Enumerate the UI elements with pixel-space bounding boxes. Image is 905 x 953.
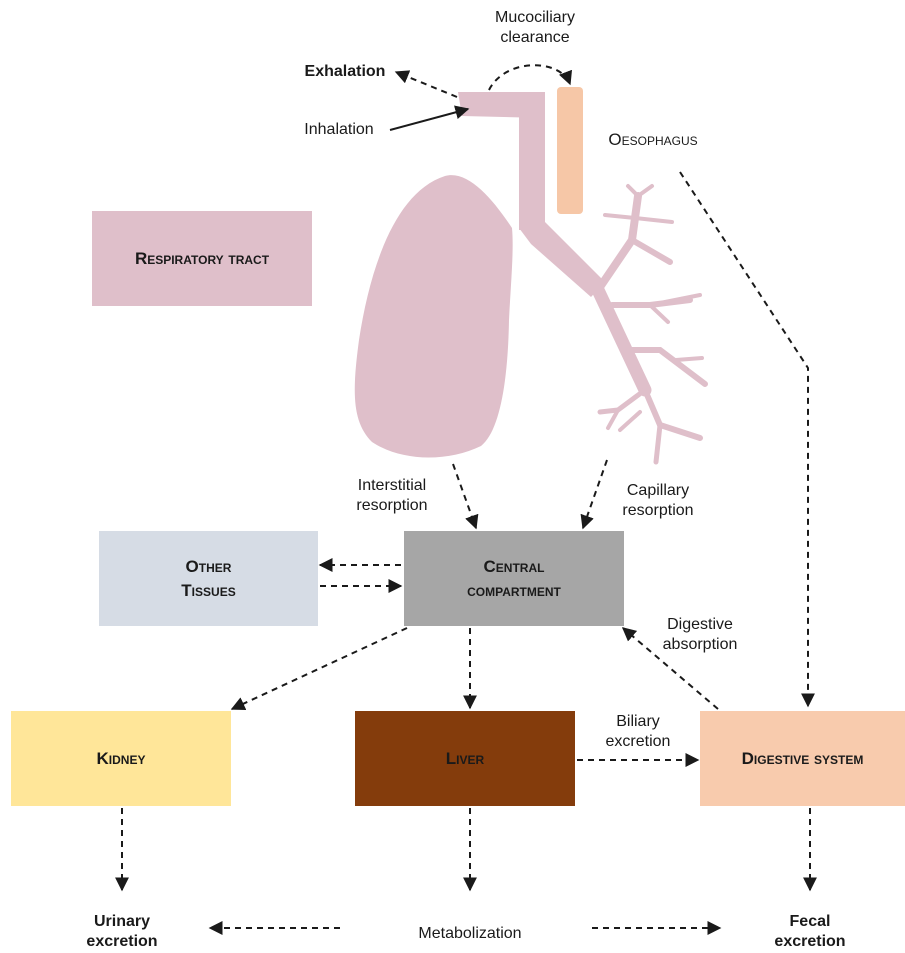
arrow-central-to-kidney	[230, 627, 408, 711]
interstitial-line2: resorption	[356, 497, 428, 514]
central-compartment-bg	[404, 531, 624, 626]
urinary-line2: excretion	[86, 933, 158, 950]
bronchial-tree	[591, 184, 708, 465]
inhalation-label: Inhalation	[304, 121, 374, 138]
other-tissues-label-line1: Other	[185, 556, 232, 576]
digestive-absorption-line1: Digestive	[667, 616, 733, 633]
mucociliary-line1: Mucociliary	[494, 9, 575, 26]
arrow-mucociliary	[488, 64, 572, 91]
mucociliary-line2: clearance	[500, 29, 570, 46]
central-compartment-label-line1: Central	[483, 556, 545, 576]
other-tissues-bg	[99, 531, 318, 626]
arrow-inhalation	[389, 105, 470, 131]
main-bronchus	[519, 222, 605, 297]
oesophagus-shape	[557, 87, 583, 214]
exhalation-label: Exhalation	[304, 63, 386, 80]
urinary-label: Urinary excretion	[62, 912, 182, 952]
capillary-label: Capillary resorption	[608, 481, 708, 521]
capillary-line2: resorption	[622, 502, 694, 519]
liver-bg	[355, 711, 575, 806]
respiratory-tract-label: Respiratory tract	[134, 248, 270, 268]
digestive-absorption-label: Digestive absorption	[645, 615, 755, 655]
other-tissues-label-line2: Tissues	[181, 580, 236, 600]
other-tissues-box: Other Tissues	[99, 531, 318, 626]
interstitial-line1: Interstitial	[357, 477, 427, 494]
central-compartment-box: Central compartment	[404, 531, 624, 626]
interstitial-label: Interstitial resorption	[342, 476, 442, 516]
capillary-line1: Capillary	[626, 482, 690, 499]
mucociliary-label: Mucociliary clearance	[470, 8, 600, 48]
fecal-line1: Fecal	[789, 913, 831, 930]
kidney-bg	[11, 711, 231, 806]
arrow-oesophagus-digestive	[679, 171, 815, 708]
arrow-interstitial	[452, 463, 479, 530]
arrow-capillary	[580, 459, 608, 530]
oesophagus-label: Oesophagus	[608, 130, 698, 149]
kidney-label: Kidney	[96, 748, 146, 768]
fecal-line2: excretion	[774, 933, 846, 950]
digestive-system-bg	[700, 711, 905, 806]
left-lung	[354, 175, 513, 458]
lungs-illustration	[354, 92, 605, 458]
kidney-box: Kidney	[11, 711, 231, 806]
biliary-line2: excretion	[605, 733, 671, 750]
arrow-digestive-absorption	[621, 627, 719, 710]
biliary-line1: Biliary	[616, 713, 660, 730]
liver-label: Liver	[445, 748, 485, 768]
fecal-label: Fecal excretion	[750, 912, 870, 952]
arrow-exhalation	[394, 70, 458, 98]
urinary-line1: Urinary	[93, 913, 151, 930]
trachea	[519, 100, 545, 230]
respiratory-tract-box: Respiratory tract	[92, 211, 312, 306]
respiratory-tract-bg	[92, 211, 312, 306]
liver-box: Liver	[355, 711, 575, 806]
digestive-system-box: Digestive system	[700, 711, 905, 806]
biliary-label: Biliary excretion	[588, 712, 688, 752]
metabolization-label: Metabolization	[418, 925, 522, 942]
digestive-absorption-line2: absorption	[662, 636, 738, 653]
central-compartment-label-line2: compartment	[467, 580, 561, 600]
digestive-system-label: Digestive system	[741, 748, 864, 768]
